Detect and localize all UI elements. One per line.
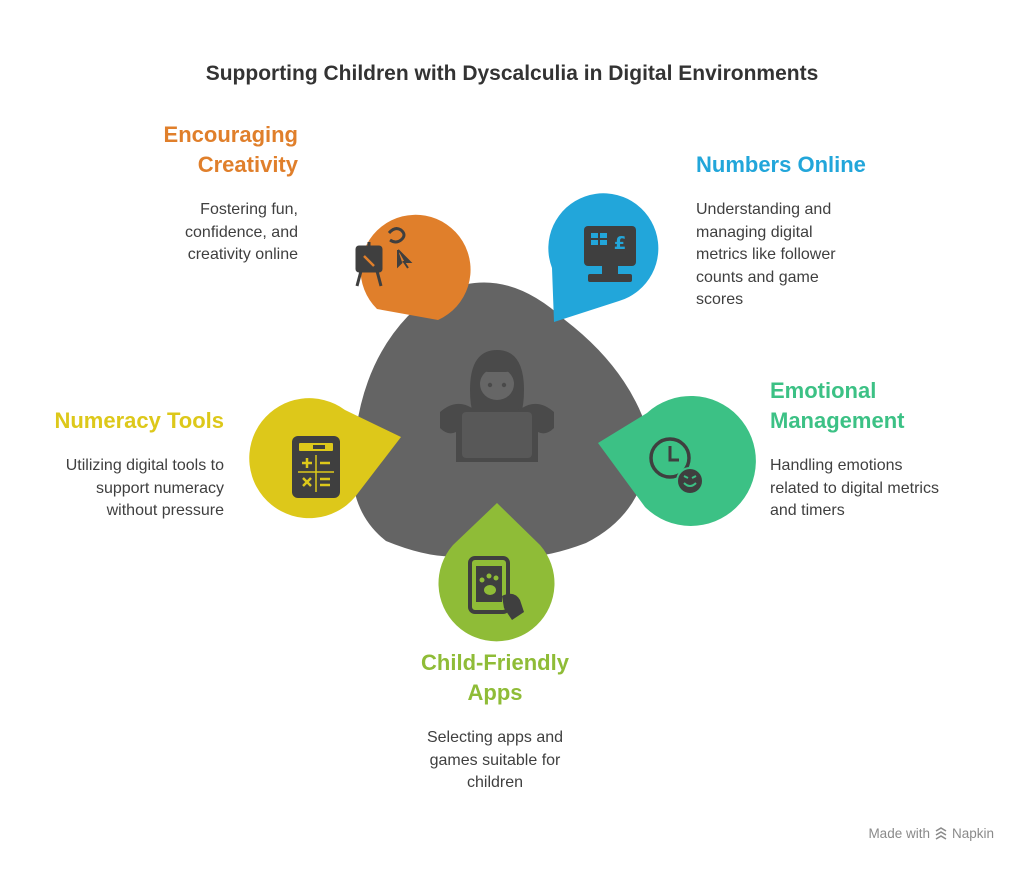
- label-emotional-management: Emotional Management: [770, 376, 1010, 436]
- desc-numeracy-tools: Utilizing digital tools to support numer…: [14, 455, 224, 523]
- desc-line: and timers: [770, 502, 845, 519]
- teardrop-encouraging-creativity: [360, 214, 471, 320]
- desc-line: support numeracy: [95, 479, 224, 497]
- label-numeracy-tools: Numeracy Tools: [14, 406, 224, 436]
- label-line: Apps: [467, 680, 523, 705]
- easel-cursor-icon: [355, 227, 413, 287]
- desc-line: without pressure: [106, 502, 224, 519]
- desc-line: scores: [696, 291, 744, 308]
- clock-emotion-icon: [649, 437, 704, 495]
- desc-line: Selecting apps and: [426, 729, 564, 746]
- label-line: Creativity: [197, 152, 298, 177]
- desc-line: children: [466, 774, 524, 791]
- label-encouraging-creativity: Encouraging Creativity: [98, 120, 298, 180]
- desc-numbers-online: Understanding and managing digital metri…: [696, 199, 956, 312]
- node-emotional-management: [598, 395, 756, 526]
- made-with-napkin: Made with Napkin: [868, 826, 994, 841]
- label-numbers-online: Numbers Online: [696, 150, 956, 180]
- node-numbers-online: £: [548, 193, 659, 322]
- label-line: Management: [770, 408, 905, 433]
- page-title: Supporting Children with Dyscalculia in …: [205, 62, 819, 85]
- svg-text:£: £: [614, 233, 627, 254]
- desc-line: Handling emotions: [770, 457, 903, 474]
- made-with-text: Made with: [868, 826, 930, 841]
- label-line: Numbers Online: [696, 152, 866, 177]
- desc-line: games suitable for: [429, 751, 561, 769]
- label-line: Numeracy Tools: [54, 408, 224, 433]
- label-line: Child-Friendly: [421, 650, 569, 675]
- label-child-friendly-apps: Child-Friendly Apps: [375, 648, 615, 708]
- node-child-friendly-apps: [438, 503, 555, 642]
- desc-line: creativity online: [187, 246, 298, 263]
- node-encouraging-creativity: [355, 214, 471, 320]
- napkin-brand-text: Napkin: [951, 826, 994, 841]
- desc-child-friendly-apps: Selecting apps and games suitable for ch…: [375, 727, 615, 795]
- computer-monitor-icon: £: [584, 226, 636, 282]
- child-with-tablet-icon: [440, 350, 554, 462]
- phone-paw-icon: [468, 556, 524, 620]
- desc-line: managing digital: [696, 223, 813, 241]
- calculator-icon: [292, 436, 340, 498]
- desc-line: Fostering fun,: [200, 201, 298, 218]
- node-numeracy-tools: [249, 398, 401, 519]
- desc-emotional-management: Handling emotions related to digital met…: [770, 455, 1010, 523]
- desc-line: metrics like follower: [696, 246, 836, 263]
- napkin-logo-icon: [935, 826, 947, 840]
- label-line: Emotional: [770, 378, 877, 403]
- desc-line: Understanding and: [696, 201, 832, 218]
- desc-line: related to digital metrics: [770, 479, 939, 497]
- desc-line: Utilizing digital tools to: [65, 457, 224, 474]
- label-line: Encouraging: [163, 122, 298, 147]
- desc-line: counts and game: [696, 268, 819, 286]
- desc-encouraging-creativity: Fostering fun, confidence, and creativit…: [98, 199, 298, 267]
- desc-line: confidence, and: [185, 223, 298, 241]
